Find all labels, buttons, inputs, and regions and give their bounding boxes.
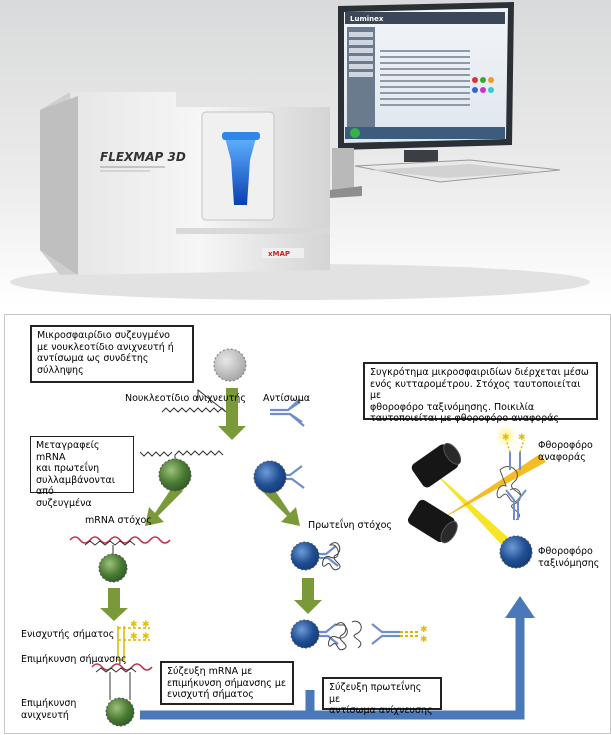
- flexmap-instrument: FLEXMAP 3D xMAP: [40, 92, 330, 275]
- box-protein-coupling: Σύζευξη πρωτεΐνης με αντίσωμα ανίχνευσης: [322, 677, 442, 716]
- svg-text:✱: ✱: [130, 620, 138, 630]
- label-antibody: Αντίσωμα: [263, 393, 311, 404]
- label-classification-fluorophore: Φθοροφόρο ταξινόμησης: [538, 546, 600, 569]
- svg-text:✱: ✱: [518, 433, 526, 443]
- bead-protein-target: [290, 541, 341, 571]
- bead-mrna-target: [69, 536, 171, 583]
- label-protein-target: Πρωτεΐνη στόχος: [308, 520, 392, 531]
- label-signal-extension: Επιμήκυνση σήμανσης: [21, 654, 127, 665]
- svg-text:✱: ✱: [142, 620, 150, 630]
- label-signal-amplifiers: Ενισχυτής σήματος: [21, 629, 115, 640]
- label-mrna-target: mRNA στόχος: [85, 515, 152, 526]
- nucleotide-probe-glyph: [161, 388, 227, 413]
- antibody-glyph: [270, 398, 305, 427]
- bead-gray: [213, 348, 247, 382]
- box-cytometer: Συγκρότημα μικροσφαιριδίων διέρχεται μέσ…: [363, 362, 598, 424]
- svg-text:✱: ✱: [502, 433, 510, 443]
- svg-text:✱: ✱: [142, 632, 150, 642]
- arrow-top-down: [218, 388, 246, 440]
- arrow-right-diagonal: [262, 483, 300, 526]
- label-nucleotide-probe: Νουκλεοτίδιο ανιχνευτής: [125, 393, 246, 404]
- process-arrows: [100, 388, 322, 621]
- bead-mrna-amplified: ✱ ✱ ✱ ✱: [91, 620, 153, 727]
- bead-blue-captured: [253, 460, 305, 494]
- arrow-protein-down: [294, 578, 322, 614]
- brand-logo-text: FLEXMAP 3D: [100, 150, 186, 164]
- luminex-logo: Luminex: [350, 15, 384, 23]
- svg-text:✱: ✱: [420, 635, 428, 645]
- svg-text:✱: ✱: [420, 625, 428, 635]
- box-bead-conjugate: Μικροσφαιρίδιο συζευγμένο με νουκλεοτίδι…: [30, 325, 194, 383]
- svg-text:✱: ✱: [130, 632, 138, 642]
- bead-protein-coupled: ✱ ✱: [290, 619, 428, 651]
- cytometer-detection: ✱ ✱: [407, 429, 546, 569]
- flow-arrow: [140, 596, 535, 720]
- arrow-mrna-down: [100, 588, 128, 621]
- box-mrna-coupling: Σύζευξη mRNA με επιμήκυνση σήμανσης με ε…: [160, 661, 294, 705]
- box-mrna-capture: Μεταγραφείς mRNA και πρωτεΐνη συλλαμβάνο…: [30, 436, 134, 509]
- label-reporter-fluorophore: Φθοροφόρο αναφοράς: [538, 440, 593, 463]
- label-probe-extension: Επιμήκυνση ανιχνευτή: [21, 698, 77, 721]
- arrow-left-diagonal: [145, 483, 183, 526]
- xmap-badge: xMAP: [268, 250, 290, 258]
- bead-green-captured: [139, 450, 224, 492]
- instrument-photo: FLEXMAP 3D xMAP Luminex: [0, 0, 611, 305]
- computer-monitor: Luminex: [330, 2, 561, 198]
